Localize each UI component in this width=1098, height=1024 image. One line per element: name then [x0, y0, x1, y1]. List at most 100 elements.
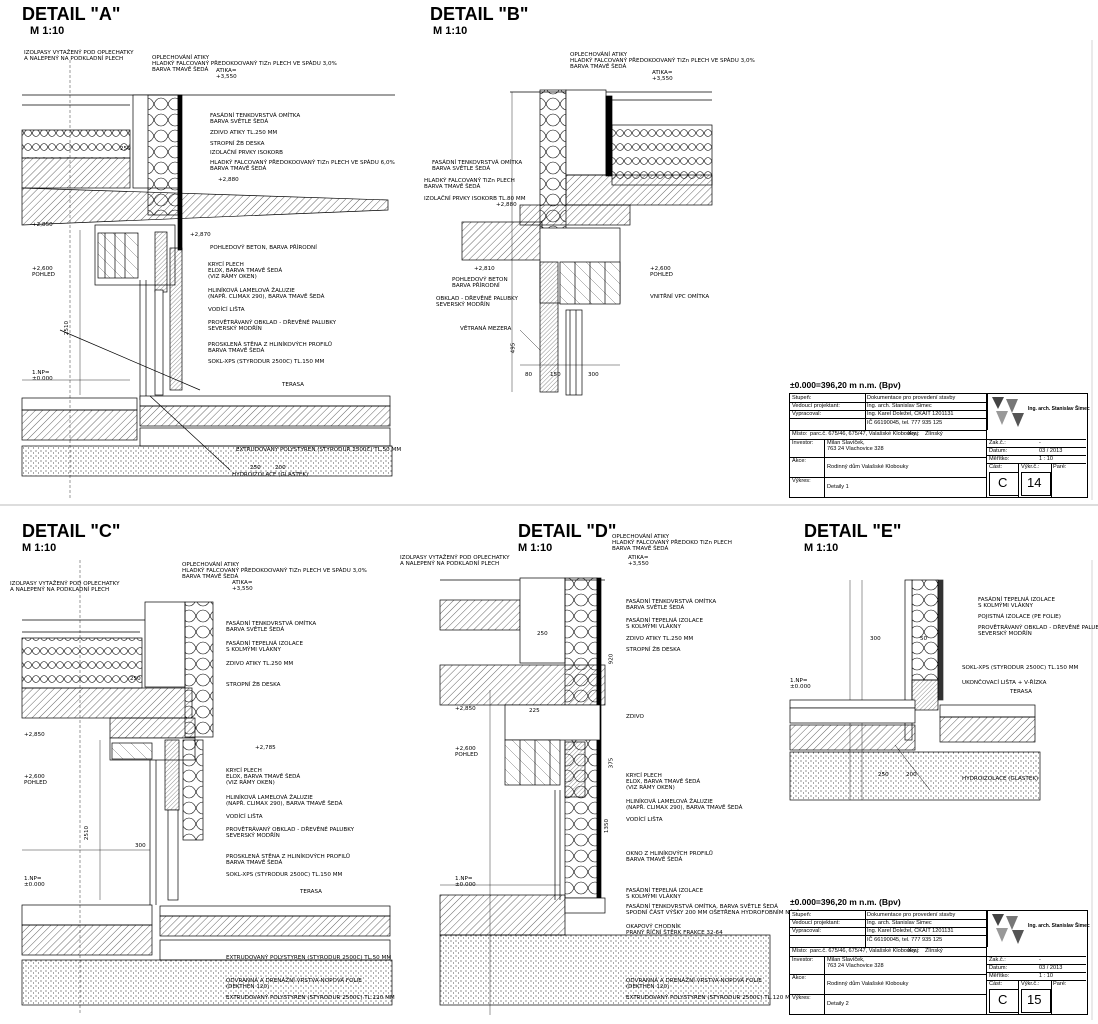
tb1-datum-value: 03 / 2013 [1039, 448, 1063, 454]
tb2-vypracoval-value: Ing. Karel Doležel, ČKAIT 1201131 [867, 928, 954, 934]
label-d-oplechovani: OPLECHOVÁNÍ ATIKY HLADKÝ FALCOVANÝ PŘEDO… [612, 534, 732, 553]
dim-b-300: 300 [588, 372, 599, 378]
tb1-stupen-value: Dokumentace pro provedení stavby [867, 395, 956, 401]
tb1-kraj-value: Zlínský [925, 431, 943, 437]
detail-e-drawing [789, 579, 1041, 801]
tb2-ic: IČ 66190045, tel. 777 935 125 [867, 937, 943, 943]
label-a-isokorb: IZOLAČNÍ PRVKY ISOKORB [210, 150, 283, 156]
tb1-zak-value: - [1039, 440, 1041, 446]
dim-a-250: 250 [120, 146, 131, 152]
tb1-vypracoval-value: Ing. Karel Doležel, ČKAIT 1201131 [867, 411, 954, 417]
label-c-sokl: SOKL-XPS (STYRODUR 2500C) TL.150 MM [226, 872, 343, 878]
tb1-vypracoval-label: Vypracoval: [792, 411, 822, 417]
label-d-zdivo: ZDIVO [626, 714, 644, 720]
label-c-prosklena-stena: PROSKLENÁ STĚNA Z HLINÍKOVÝCH PROFILŮ BA… [226, 854, 350, 867]
tb1-stupen-label: Stupeň: [792, 395, 812, 401]
label-a-hydroizolace: HYDROIZOLACE (GLASTEK) [232, 472, 309, 478]
dim-e-300: 300 [870, 636, 881, 642]
label-d-izolace: FASÁDNÍ TEPELNÁ IZOLACE S KOLMÝMI VLÁKNY [626, 618, 703, 631]
label-c-zaluzie: HLINÍKOVÁ LAMELOVÁ ŽALUZIE (NAPŘ. CLIMAX… [226, 795, 343, 808]
tb1-vykres-label: Výkres: [792, 478, 811, 484]
detail-a-title: DETAIL "A" [22, 4, 121, 24]
label-d-izolpasy: IZOLPASY VYTAŽENÝ POD OPLECHATKY A NALEP… [400, 555, 510, 568]
label-e-izolace: FASÁDNÍ TEPELNÁ IZOLACE S KOLMÝMI VLÁKNY [978, 597, 1055, 610]
dim-d-250: 250 [537, 631, 548, 637]
dim-c-2600: +2,600 POHLED [24, 774, 47, 786]
tb2-meritko-label: Měřítko: [989, 973, 1010, 979]
label-c-oplechovani: OPLECHOVÁNÍ ATIKY HLADKÝ FALCOVANÝ PŘEDO… [182, 562, 367, 581]
dim-a-200: 200 [275, 465, 286, 471]
label-c-omitka: FASÁDNÍ TENKOVRSTVÁ OMÍTKA BARVA SVĚTLE … [226, 621, 317, 634]
dim-b-atika: ATIKA= +3,550 [652, 70, 673, 82]
detail-b-title: DETAIL "B" [430, 4, 529, 24]
label-d-vodici-lista: VODÍCÍ LIŠTA [626, 817, 663, 823]
label-c-zdivo-atiky: ZDIVO ATIKY TL.250 MM [226, 661, 294, 667]
label-a-terasa: TERASA [282, 382, 304, 388]
tb1-vedouci-value: Ing. arch. Stanislav Šimec [867, 403, 932, 409]
label-d-zaluzie: HLINÍKOVÁ LAMELOVÁ ŽALUZIE (NAPŘ. CLIMAX… [626, 799, 743, 812]
dim-c-250: 250 [130, 676, 141, 682]
dim-e-50: 50 [920, 636, 928, 642]
tb1-datum-label: Datum: [989, 448, 1008, 454]
label-d-stropni-deska: STROPNÍ ŽB DESKA [626, 647, 681, 653]
tb2-kraj-label: Kraj: [908, 948, 920, 954]
dim-c-atika: ATIKA= +3,550 [232, 580, 253, 592]
dim-d-np: 1.NP= ±0.000 [455, 876, 476, 888]
tb2-meritko-value: 1 : 10 [1039, 973, 1053, 979]
label-c-kryci-plech: KRYCÍ PLECH ELOX, BARVA TMAVĚ ŠEDÁ (VIZ … [226, 768, 301, 787]
tb1-pare-label: Paré: [1053, 464, 1067, 470]
dim-d-atika: ATIKA= +3,550 [628, 555, 649, 567]
detail-e-title: DETAIL "E" [804, 521, 902, 541]
tb2-vykc-value: 15 [1027, 992, 1042, 1007]
label-c-stropni-deska: STROPNÍ ŽB DESKA [226, 682, 281, 688]
tb2-vypracoval-label: Vypracoval: [792, 928, 822, 934]
label-b-obklad: OBKLAD - DŘEVĚNÉ PALUBKY SEVERSKÝ MODŘÍN [436, 296, 518, 309]
label-d-zdivo-atiky: ZDIVO ATIKY TL.250 MM [626, 636, 694, 642]
label-b-isokorb: IZOLAČNÍ PRVKY ISOKORB TL.80 MM [424, 196, 526, 202]
label-a-prosklena-stena: PROSKLENÁ STĚNA Z HLINÍKOVÝCH PROFILŮ BA… [208, 342, 332, 355]
label-e-terasa: TERASA [1010, 689, 1032, 695]
tb1-misto-value: parc.č. 675/46, 675/47, Valašské Klobouk… [810, 431, 916, 437]
dim-b-80: 80 [525, 372, 533, 378]
detail-c-drawing [21, 560, 393, 1015]
label-c-terasa: TERASA [300, 889, 322, 895]
tb1-kraj-label: Kraj: [908, 431, 920, 437]
tb1-vykc-value: 14 [1027, 475, 1042, 490]
detail-b-drawing [461, 89, 713, 396]
label-b-vpc: VNITŘNÍ VPC OMÍTKA [650, 294, 710, 300]
dim-b-2880: +2,880 [496, 202, 517, 208]
detail-d-scale: M 1:10 [518, 542, 553, 554]
elevation-note-2: ±0.000=396,20 m n.m. (Bpv) [790, 897, 901, 907]
detail-a-drawing [21, 60, 395, 500]
tb1-meritko-label: Měřítko: [989, 456, 1010, 462]
tb1-logo-mark-icon [992, 397, 1024, 427]
label-a-oplechovani: OPLECHOVÁNÍ ATIKY HLADKÝ FALCOVANÝ PŘEDO… [152, 55, 337, 74]
detail-d-drawing [439, 577, 771, 1015]
dim-d-2600: +2,600 POHLED [455, 746, 478, 758]
title-block-1: Stupeň:Dokumentace pro provedení stavby … [789, 393, 1090, 498]
label-d-chodnik: OKAPOVÝ CHODNÍK PRANÝ ŘÍČNÍ ŠTĚRK FRAKCE… [626, 924, 723, 937]
tb2-logo: Ing. arch. Stanislav Šimec [987, 911, 1090, 947]
tb2-investor-value: Milan Slavíček, 763 24 Vlachovice 328 [827, 957, 884, 969]
dim-a-2600: +2,600 POHLED [32, 266, 55, 278]
title-block-2: Stupeň:Dokumentace pro provedení stavby … [789, 910, 1090, 1015]
tb1-logo: Ing. arch. Stanislav Šimec [987, 394, 1090, 430]
dim-b-2810: +2,810 [474, 266, 495, 272]
dim-c-300: 300 [135, 843, 146, 849]
detail-d-title: DETAIL "D" [518, 521, 617, 541]
tb1-vedouci-label: Vedoucí projektant: [792, 403, 840, 409]
tb2-akce-value: Rodinný dům Valašské Klobouky [827, 981, 909, 987]
label-d-kryci-plech: KRYCÍ PLECH ELOX, BARVA TMAVĚ ŠEDÁ (VIZ … [626, 773, 701, 792]
label-a-plech-6: HLADKÝ FALCOVANÝ PŘEDOKOOVANÝ TiZn PLECH… [210, 160, 395, 173]
dim-a-np: 1.NP= ±0.000 [32, 370, 53, 382]
tb2-stupen-label: Stupeň: [792, 912, 812, 918]
dim-e-np: 1.NP= ±0.000 [790, 678, 811, 690]
dim-a-atika: ATIKA= +3,550 [216, 68, 237, 80]
tb2-investor-label: Investor: [792, 957, 814, 963]
label-b-oplechovani: OPLECHOVÁNÍ ATIKY HLADKÝ FALCOVANÝ PŘEDO… [570, 52, 755, 71]
dim-c-2850: +2,850 [24, 732, 45, 738]
tb2-stupen-value: Dokumentace pro provedení stavby [867, 912, 956, 918]
label-c-nopova: ODVRANNÁ A DRENÁŽNÍ VRSTVA-NOPOVÁ FOLIE … [226, 978, 362, 991]
label-b-mezera: VĚTRANÁ MEZERA [460, 326, 512, 332]
